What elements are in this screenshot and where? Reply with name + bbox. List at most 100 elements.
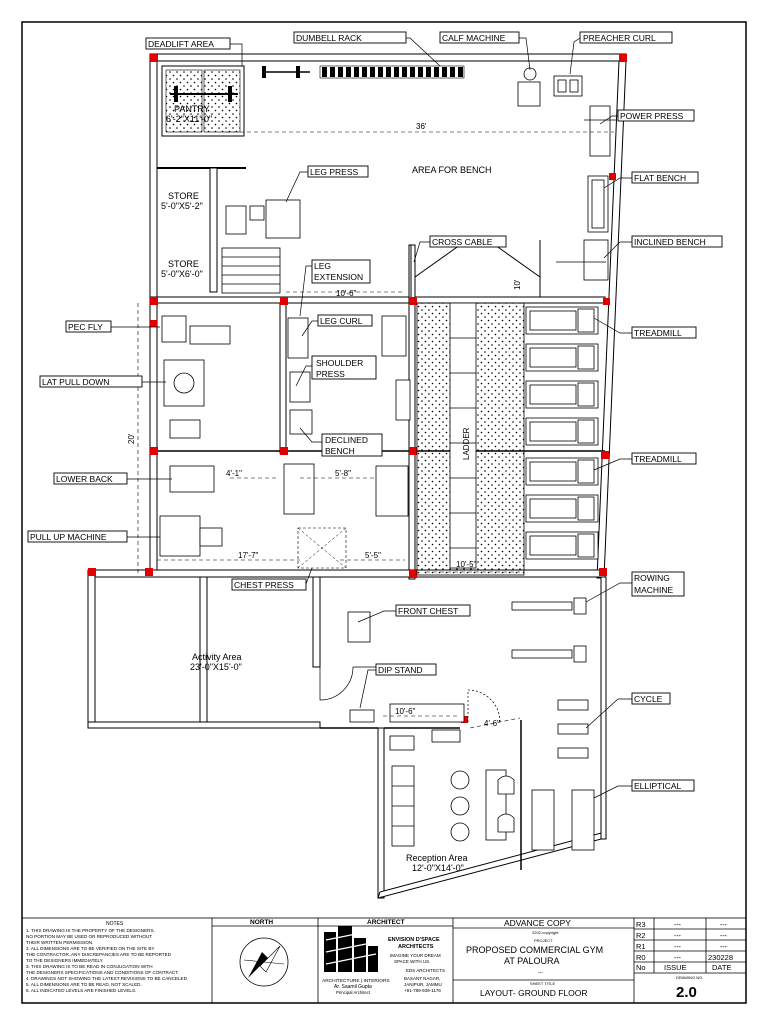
svg-text:LOWER BACK: LOWER BACK xyxy=(56,474,113,484)
svg-text:LEG CURL: LEG CURL xyxy=(320,316,363,326)
ladder xyxy=(449,302,477,569)
svg-text:TREADMILL: TREADMILL xyxy=(634,454,682,464)
label-lat-pull-down: LAT PULL DOWN xyxy=(39,375,143,388)
project-block: ADVANCE COPY 2202-copyright PROJECT PROP… xyxy=(466,918,603,998)
svg-text:6. ALL INDICATED LEVELS ARE FI: 6. ALL INDICATED LEVELS ARE FINISHED LEV… xyxy=(26,988,136,993)
notes-block: NOTES 1. THIS DRAWING IS THE PROPERTY OF… xyxy=(26,921,188,993)
svg-text:FLAT BENCH: FLAT BENCH xyxy=(634,173,686,183)
reception-size: 12'-0"X14'-0" xyxy=(412,863,464,873)
label-power-press: POWER PRESS xyxy=(617,109,695,122)
label-deadlift: DEADLIFT AREA xyxy=(145,37,231,50)
deadlift-platform xyxy=(161,65,245,137)
ladder-label: LADDER xyxy=(462,427,471,460)
firm-logo-icon xyxy=(324,926,378,972)
svg-text:No: No xyxy=(636,963,646,972)
label-treadmill-2: TREADMILL xyxy=(631,452,697,465)
architect-block: ARCHITECT ENVISION D'SPACE ARCHITECTS IM… xyxy=(322,919,445,995)
svg-text:17'-7": 17'-7" xyxy=(238,551,259,560)
column-markers xyxy=(88,54,627,723)
svg-text:R0: R0 xyxy=(636,953,646,962)
pantry-size: 6'-2"X11'-0" xyxy=(166,114,212,124)
svg-text:BENCH: BENCH xyxy=(325,446,355,456)
svg-text:PRESS: PRESS xyxy=(316,369,345,379)
label-lower-back: LOWER BACK xyxy=(53,472,128,485)
reception-furniture xyxy=(389,729,515,847)
svg-text:PREACHER CURL: PREACHER CURL xyxy=(583,33,656,43)
svg-text:TO THE DESIGNERS IMMEDIATELY.: TO THE DESIGNERS IMMEDIATELY. xyxy=(26,958,103,963)
leg-press-and-stairs xyxy=(221,199,301,294)
svg-text:ARCHITECT: ARCHITECT xyxy=(367,919,405,926)
dimension-lines xyxy=(137,131,614,729)
svg-text:10'-6": 10'-6" xyxy=(336,289,357,298)
room-labels: PANTRY 6'-2"X11'-0" STORE 5'-0"X5'-2" ST… xyxy=(161,104,492,873)
svg-text:2202-copyright: 2202-copyright xyxy=(532,930,559,935)
calf-and-preacher-machines xyxy=(517,67,583,107)
store2-name: STORE xyxy=(168,259,199,269)
north-arrow-icon-needle xyxy=(248,952,268,978)
svg-text:PROPOSED COMMERCIAL GYM: PROPOSED COMMERCIAL GYM xyxy=(466,945,603,955)
strength-machines xyxy=(159,315,411,557)
svg-text:THE DESIGNERS SPECIFICATIONS A: THE DESIGNERS SPECIFICATIONS AND CONDITI… xyxy=(26,970,179,975)
svg-text:ISSUE: ISSUE xyxy=(664,963,687,972)
svg-text:+91-789-939-1176: +91-789-939-1176 xyxy=(404,988,441,993)
label-chest-press: CHEST PRESS xyxy=(231,578,307,591)
label-dumbbell: DUMBELL RACK xyxy=(293,31,407,44)
label-leg-press: LEG PRESS xyxy=(307,165,369,178)
svg-text:SHEET TITLE: SHEET TITLE xyxy=(530,981,556,986)
svg-text:---: --- xyxy=(720,922,728,929)
dimension-texts: 36' 10'-6" 10' 4'-1" 5'-8" 17'-7" 5'-5" … xyxy=(127,122,522,728)
svg-text:ROWING: ROWING xyxy=(634,573,670,583)
svg-text:R3: R3 xyxy=(636,920,646,929)
svg-text:---: --- xyxy=(674,955,682,962)
svg-text:---: --- xyxy=(674,922,682,929)
svg-text:CROSS CABLE: CROSS CABLE xyxy=(432,237,493,247)
svg-text:THEIR WRITTEN PERMISSION.: THEIR WRITTEN PERMISSION. xyxy=(26,940,93,945)
svg-text:36': 36' xyxy=(416,122,427,131)
svg-text:CHEST PRESS: CHEST PRESS xyxy=(234,580,294,590)
svg-text:4. DRAWINGS NOT SHOWING THE LA: 4. DRAWINGS NOT SHOWING THE LATEST REVIS… xyxy=(26,976,188,981)
pantry-name: PANTRY xyxy=(174,104,210,114)
svg-text:JANIPUR, JAMMU: JANIPUR, JAMMU xyxy=(404,982,442,987)
store1-size: 5'-0"X5'-2" xyxy=(161,201,203,211)
north-block: NORTH xyxy=(239,919,289,987)
svg-text:230228: 230228 xyxy=(708,953,733,962)
svg-text:R1: R1 xyxy=(636,942,646,951)
label-front-chest: FRONT CHEST xyxy=(395,604,471,617)
svg-text:SPACE WITH US.: SPACE WITH US. xyxy=(394,959,430,964)
front-chest-and-dip xyxy=(347,611,465,723)
svg-text:DATE: DATE xyxy=(712,963,731,972)
svg-text:---: --- xyxy=(720,933,728,940)
svg-text:DECLINED: DECLINED xyxy=(325,435,368,445)
svg-text:5'-8": 5'-8" xyxy=(335,469,351,478)
svg-text:NO PORTION MAY BE USED OR REPR: NO PORTION MAY BE USED OR REPRODUCED WIT… xyxy=(26,934,152,939)
label-treadmill-1: TREADMILL xyxy=(631,326,697,339)
doors xyxy=(319,666,501,723)
svg-text:10'-5": 10'-5" xyxy=(456,560,477,569)
label-flat-bench: FLAT BENCH xyxy=(631,171,699,184)
svg-text:POWER PRESS: POWER PRESS xyxy=(620,111,684,121)
svg-text:CALF MACHINE: CALF MACHINE xyxy=(442,33,506,43)
svg-text:INCLINED BENCH: INCLINED BENCH xyxy=(634,237,706,247)
svg-text:1. THIS DRAWING IS THE PROPERT: 1. THIS DRAWING IS THE PROPERTY OF THE D… xyxy=(26,928,155,933)
store1-name: STORE xyxy=(168,191,199,201)
svg-text:DRAWING NO.: DRAWING NO. xyxy=(676,975,703,980)
label-dip-stand: DIP STAND xyxy=(375,663,437,676)
svg-text:10'-6": 10'-6" xyxy=(395,707,416,716)
label-inclined-bench: INCLINED BENCH xyxy=(631,235,723,248)
svg-text:PULL UP MACHINE: PULL UP MACHINE xyxy=(30,532,107,542)
svg-text:Principal Architect: Principal Architect xyxy=(336,990,371,995)
svg-text:Ar. Saamil Gupta: Ar. Saamil Gupta xyxy=(334,984,372,990)
svg-text:LEG: LEG xyxy=(314,261,331,271)
leader-lines xyxy=(111,37,632,799)
bench-area-equipment xyxy=(556,105,616,281)
svg-text:ARCHITECTS: ARCHITECTS xyxy=(398,944,434,950)
cardio-equipment xyxy=(511,597,595,851)
drawing-number: 2.0 xyxy=(676,984,697,1001)
label-pull-up: PULL UP MACHINE xyxy=(27,530,128,543)
treadmills xyxy=(525,306,599,560)
svg-text:5. ALL DIMENSIONS ARE TO BE RE: 5. ALL DIMENSIONS ARE TO BE READ, NOT SC… xyxy=(26,982,142,987)
svg-text:EXTENSION: EXTENSION xyxy=(314,272,363,282)
svg-text:IMAGINE YOUR DREAM: IMAGINE YOUR DREAM xyxy=(390,953,441,958)
